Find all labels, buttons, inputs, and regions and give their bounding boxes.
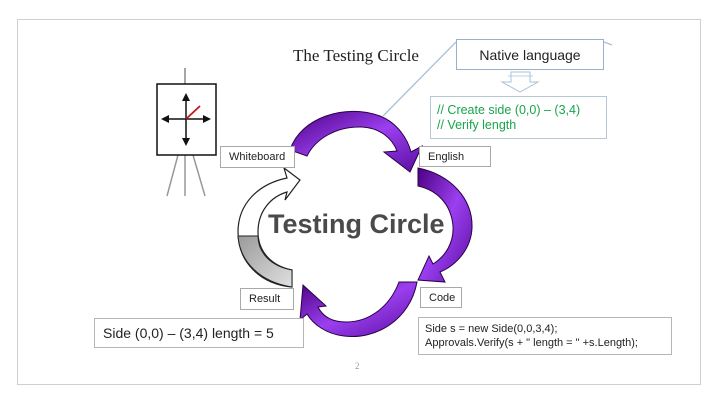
page-number: 2: [355, 361, 360, 371]
code-line: Approvals.Verify(s + " length = " +s.Len…: [425, 337, 638, 349]
result-output-text: Side (0,0) – (3,4) length = 5: [103, 325, 274, 341]
native-code-line: // Verify length: [437, 117, 517, 132]
stage-code: Code: [420, 287, 462, 308]
code-snippet-box: Side s = new Side(0,0,3,4); Approvals.Ve…: [418, 317, 672, 355]
stage-result-label: Result: [249, 293, 281, 305]
axes-icon: [161, 93, 211, 146]
result-output-box: Side (0,0) – (3,4) length = 5: [94, 318, 304, 348]
stage-whiteboard-label: Whiteboard: [229, 151, 286, 163]
stage-code-label: Code: [429, 291, 456, 304]
native-language-box: Native language: [456, 39, 604, 70]
arrow-left-shadow: [237, 235, 293, 288]
stage-result: Result: [240, 288, 294, 310]
callout-lines: [382, 41, 613, 117]
slide-title: The Testing Circle: [293, 46, 419, 65]
native-code-line: // Create side (0,0) – (3,4): [437, 102, 581, 117]
down-arrow-icon: [500, 71, 540, 93]
code-line: Side s = new Side(0,0,3,4);: [425, 323, 558, 335]
stage-whiteboard: Whiteboard: [220, 146, 295, 168]
stage-english-label: English: [428, 150, 465, 163]
cycle-arrows: [237, 110, 473, 337]
native-code-comment-box: // Create side (0,0) – (3,4) // Verify l…: [430, 96, 607, 139]
stage-english: English: [419, 146, 491, 167]
center-label: Testing Circle: [268, 209, 445, 239]
arrow-top: [289, 110, 424, 173]
arrow-bottom: [299, 281, 418, 337]
arrow-right: [417, 167, 473, 283]
native-language-label: Native language: [479, 46, 581, 63]
